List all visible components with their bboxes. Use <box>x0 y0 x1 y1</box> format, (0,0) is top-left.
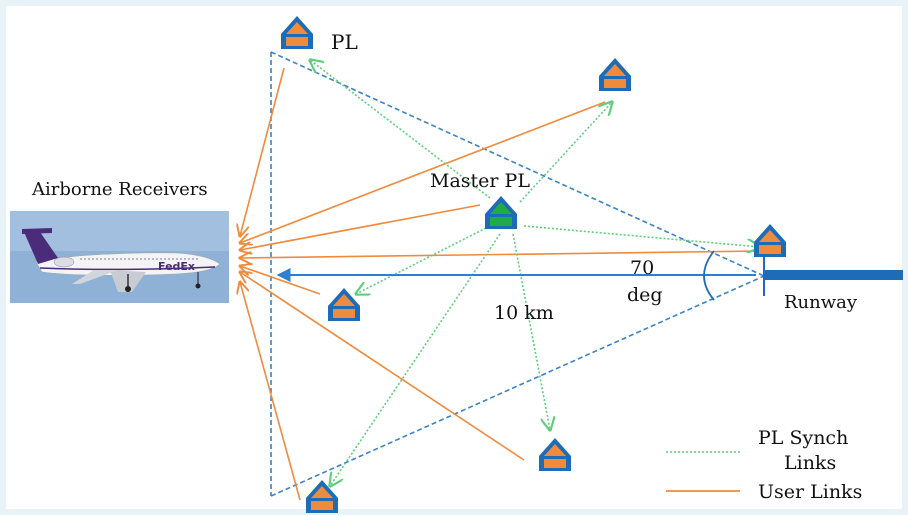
master-pl-label: Master PL <box>430 170 530 192</box>
pseudolite-icon <box>754 224 786 257</box>
angle-arc <box>703 250 715 301</box>
airplane-image: FedEx <box>10 211 229 303</box>
pseudolite-icon <box>328 288 360 321</box>
runway <box>763 250 903 296</box>
angle-value-label: 70 <box>630 257 654 279</box>
user-links <box>240 67 761 501</box>
airborne-receivers-label: Airborne Receivers <box>31 179 208 200</box>
pseudolite-icon <box>599 58 631 91</box>
pseudolite-icon <box>306 480 338 513</box>
runway-label: Runway <box>784 292 858 313</box>
pl-label: PL <box>331 30 358 54</box>
legend: PL Synch Links User Links <box>666 427 862 503</box>
master-pseudolite-icon <box>485 196 517 229</box>
distance-label: 10 km <box>494 302 554 324</box>
coverage-triangle <box>270 51 765 497</box>
angle-unit-label: deg <box>627 284 663 306</box>
synch-links <box>310 60 760 486</box>
legend-synch-label-line2: Links <box>784 452 836 474</box>
pseudolite-icon <box>281 16 313 49</box>
airplane-livery-text: FedEx <box>158 260 195 273</box>
pseudolite-icon <box>539 438 571 471</box>
legend-synch-label-line1: PL Synch <box>758 427 848 449</box>
legend-user-label: User Links <box>758 481 862 503</box>
